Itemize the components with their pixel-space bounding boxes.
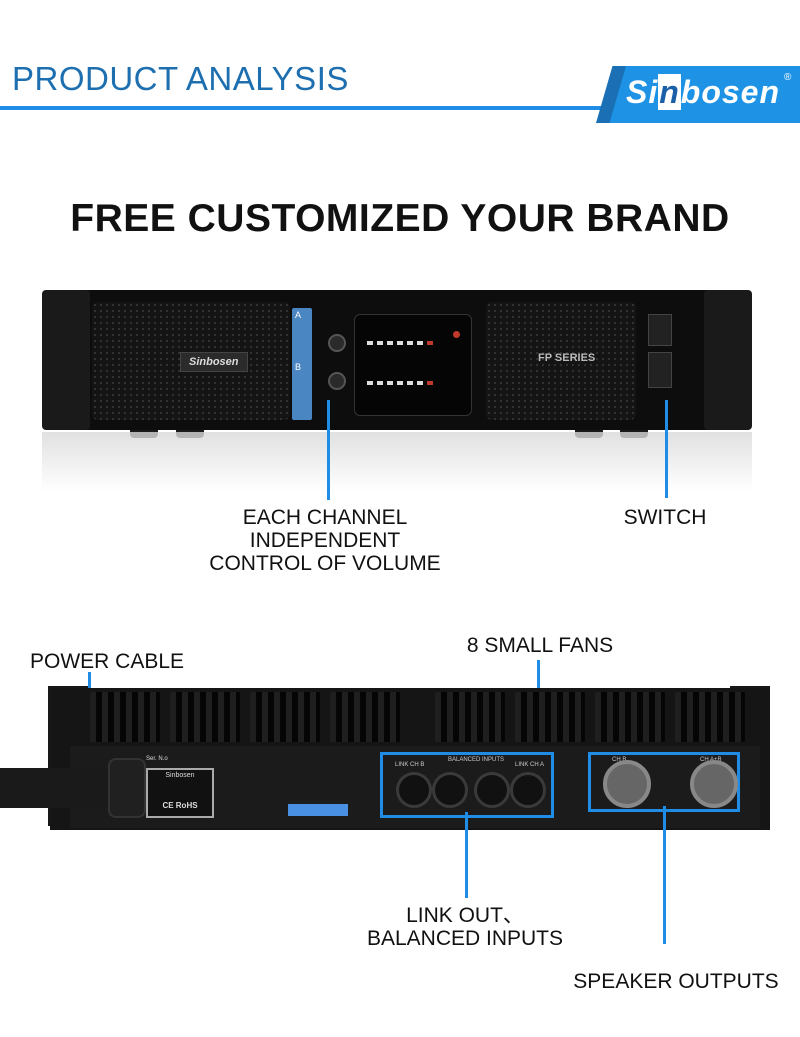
speakon-output-b[interactable] — [603, 760, 651, 808]
cooling-fan — [250, 692, 320, 742]
cooling-fan — [435, 692, 505, 742]
led-indicator — [377, 381, 383, 385]
led-indicator — [417, 341, 423, 345]
plate-brand: Sinbosen — [165, 772, 195, 779]
led-indicator — [367, 381, 373, 385]
callout-text: LINK OUT、 — [406, 904, 524, 927]
cooling-fan — [675, 692, 745, 742]
led-indicator — [407, 341, 413, 345]
callout-label-inputs: LINK OUT、 BALANCED INPUTS — [340, 904, 590, 950]
power-cable-gland — [108, 758, 146, 818]
front-grille-left — [92, 302, 290, 420]
serial-label: Ser. N.o — [146, 756, 168, 762]
led-indicator — [397, 381, 403, 385]
callout-label-power: POWER CABLE — [30, 650, 185, 673]
channel-indicator-panel: A B — [292, 308, 312, 420]
callout-label-outputs: SPEAKER OUTPUTS — [573, 970, 779, 993]
amplifier-rear-image: Ser. N.o Sinbosen CE RoHS — [50, 688, 770, 830]
power-led — [453, 331, 460, 338]
power-switch[interactable] — [648, 352, 672, 388]
callout-line-fans — [537, 660, 540, 712]
callout-text: CONTROL OF VOLUME — [209, 552, 441, 575]
amplifier-front-image: Sinbosen A B FP SERIES — [42, 290, 752, 430]
plate-certifications: CE RoHS — [162, 801, 198, 810]
front-grille-right — [486, 302, 636, 420]
registered-mark: ® — [784, 72, 792, 83]
callout-line-switch — [665, 400, 668, 498]
led-indicator — [387, 341, 393, 345]
link-ch-b-label: LINK CH B — [395, 762, 425, 768]
volume-knob-b[interactable] — [328, 372, 346, 390]
cooling-fan — [515, 692, 585, 742]
mute-led — [427, 341, 433, 345]
front-brand-badge: Sinbosen — [180, 352, 248, 372]
cooling-fan — [90, 692, 160, 742]
cooling-fan — [330, 692, 400, 742]
led-indicator — [397, 341, 403, 345]
link-ch-a-label: LINK CH A — [515, 762, 545, 768]
brand-logo: Sinbosen — [626, 74, 780, 111]
headline: FREE CUSTOMIZED YOUR BRAND — [70, 197, 730, 240]
series-label: FP SERIES — [538, 352, 596, 364]
xlr-input-b[interactable] — [432, 772, 468, 808]
logo-text-part: Si — [626, 74, 659, 110]
dip-switch-bank[interactable] — [288, 804, 348, 816]
xlr-link-out-b[interactable] — [396, 772, 432, 808]
amp-reflection — [42, 432, 752, 492]
brand-logo-background — [596, 66, 800, 123]
led-indicator — [407, 381, 413, 385]
led-display-panel — [354, 314, 472, 416]
led-indicator — [377, 341, 383, 345]
logo-text-part: bosen — [680, 74, 781, 110]
channel-b-label: B — [295, 362, 302, 372]
callout-text: EACH CHANNEL — [242, 506, 408, 529]
volume-knob-a[interactable] — [328, 334, 346, 352]
callout-label-fans: 8 SMALL FANS — [466, 634, 614, 657]
cooling-fan — [170, 692, 240, 742]
speakon-output-ab[interactable] — [690, 760, 738, 808]
logo-text-highlight: n — [658, 74, 681, 110]
xlr-input-a[interactable] — [474, 772, 510, 808]
header-divider — [0, 106, 620, 110]
channel-a-label: A — [295, 310, 302, 320]
callout-label-switch: SWITCH — [623, 506, 707, 529]
mute-led — [427, 381, 433, 385]
callout-text: BALANCED INPUTS — [366, 927, 564, 950]
balanced-inputs-label: BALANCED INPUTS — [448, 757, 505, 763]
led-indicator — [387, 381, 393, 385]
led-indicator — [367, 341, 373, 345]
spec-plate: Sinbosen CE RoHS — [146, 768, 214, 818]
breaker-switch[interactable] — [648, 314, 672, 346]
cooling-fan — [595, 692, 665, 742]
callout-label-volume: EACH CHANNEL INDEPENDENT CONTROL OF VOLU… — [180, 506, 470, 575]
callout-text: INDEPENDENT — [249, 529, 401, 552]
xlr-link-out-a[interactable] — [510, 772, 546, 808]
led-indicator — [417, 381, 423, 385]
rack-ear-left — [42, 290, 90, 430]
rack-ear-right — [704, 290, 752, 430]
callout-line-outputs — [663, 806, 666, 944]
callout-line-volume — [327, 400, 330, 500]
callout-line-inputs — [465, 812, 468, 898]
page-section-title: PRODUCT ANALYSIS — [12, 60, 349, 97]
